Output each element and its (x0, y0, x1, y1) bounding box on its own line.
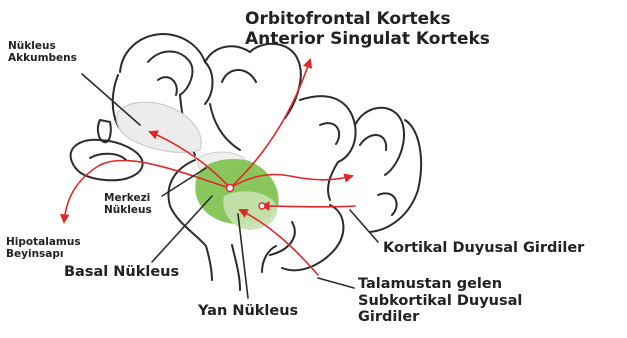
pointer-thalamic (318, 278, 354, 288)
pointer-accumbens (82, 74, 140, 125)
pointer-cortical (350, 210, 378, 242)
label-nucleus-accumbens: Nükleus Akkumbens (8, 40, 77, 64)
label-lateral-nucleus: Yan Nükleus (198, 303, 298, 320)
pointer-basal (152, 196, 212, 262)
label-hypothalamus-brainstem: Hipotalamus Beyinsapı (6, 236, 81, 260)
label-cortical-sensory-inputs: Kortikal Duyusal Girdiler (383, 240, 584, 257)
label-basal-nucleus: Basal Nükleus (64, 264, 179, 281)
pathway-cortical-input (262, 206, 355, 207)
red-pathways (64, 60, 355, 275)
label-thalamic-sensory-inputs: Talamustan gelen Subkortikal Duyusal Gir… (358, 276, 522, 326)
label-orbitofrontal-cortex: Orbitofrontal Korteks Anterior Singulat … (245, 10, 490, 49)
accumbens-shadow (117, 102, 201, 152)
label-central-nucleus: Merkezi Nükleus (104, 192, 152, 216)
